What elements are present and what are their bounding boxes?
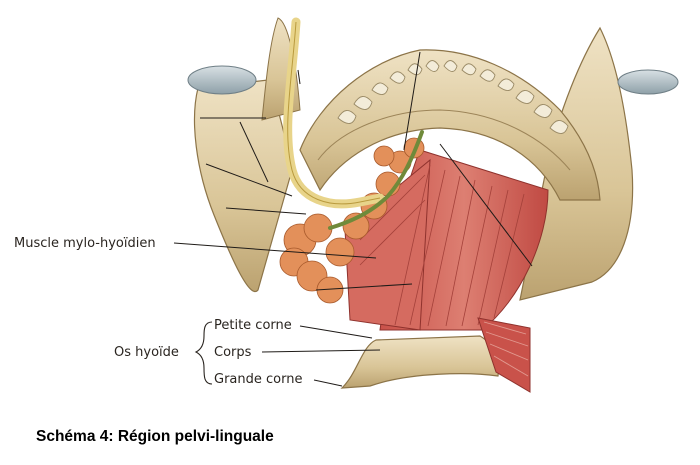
label-corps: Corps — [214, 345, 252, 360]
label-grande-corne: Grande corne — [214, 372, 303, 387]
mandible-left-ramus — [193, 79, 293, 293]
label-hyoid: Os hyoïde — [114, 345, 179, 360]
label-mylohyoid: Muscle mylo-hyoïdien — [14, 236, 156, 251]
label-petite-corne: Petite corne — [214, 318, 292, 333]
figure-caption: Schéma 4: Région pelvi-linguale — [36, 428, 274, 445]
leader-lines — [173, 51, 533, 387]
submandibular-duct — [328, 130, 424, 230]
right-condyle — [617, 69, 679, 95]
hyoid-bone — [340, 317, 531, 393]
hyoid-greater-horn — [477, 317, 531, 393]
sublingual-gland — [279, 137, 425, 304]
teeth — [337, 60, 569, 134]
hyoid-brace — [194, 321, 213, 385]
hyoid-body — [340, 335, 499, 389]
anatomy-illustration — [173, 17, 679, 393]
left-condyle — [187, 65, 257, 95]
central-muscle — [344, 158, 431, 331]
